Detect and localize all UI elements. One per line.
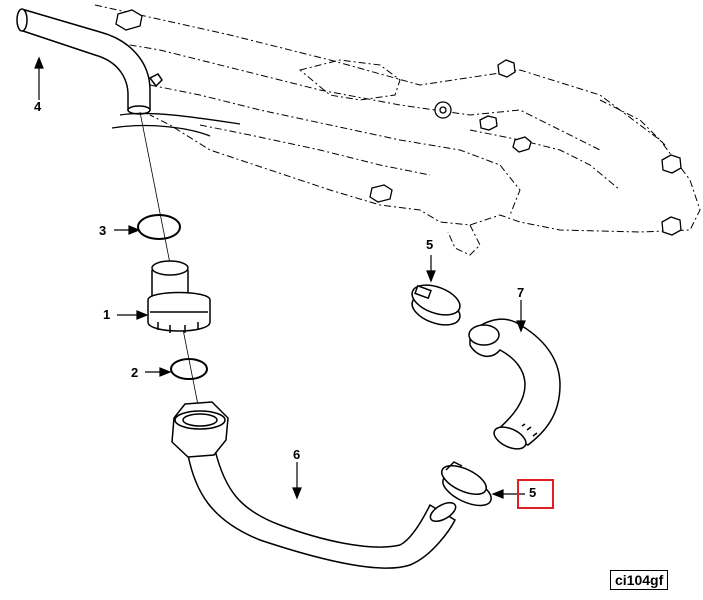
figure-id: ci104gf [610,570,669,590]
callout-3: 3 [99,223,107,238]
lower-hose-part-6 [171,401,457,569]
callout-2: 2 [131,365,139,380]
o-ring-part-2 [170,358,208,380]
callout-7: 7 [517,285,525,300]
callout-4: 4 [34,99,42,114]
hose-clamp-lower-part-5 [441,461,492,507]
highlight-box [517,479,554,509]
assembly-centerline [139,111,199,406]
callout-5-lower: 5 [529,485,537,500]
hose-clamp-upper-part-5 [411,284,461,326]
o-ring-part-3 [137,214,181,240]
bracket-bolts [115,9,682,236]
manifold-bracket-outline [94,4,701,256]
upper-tube-flange [111,112,241,137]
callout-5-upper: 5 [426,237,434,252]
bent-hose-part-7 [468,318,561,450]
fitting-part-1 [147,260,211,333]
callout-1: 1 [103,307,111,322]
callout-6: 6 [293,447,301,462]
leader-lines [34,56,526,500]
